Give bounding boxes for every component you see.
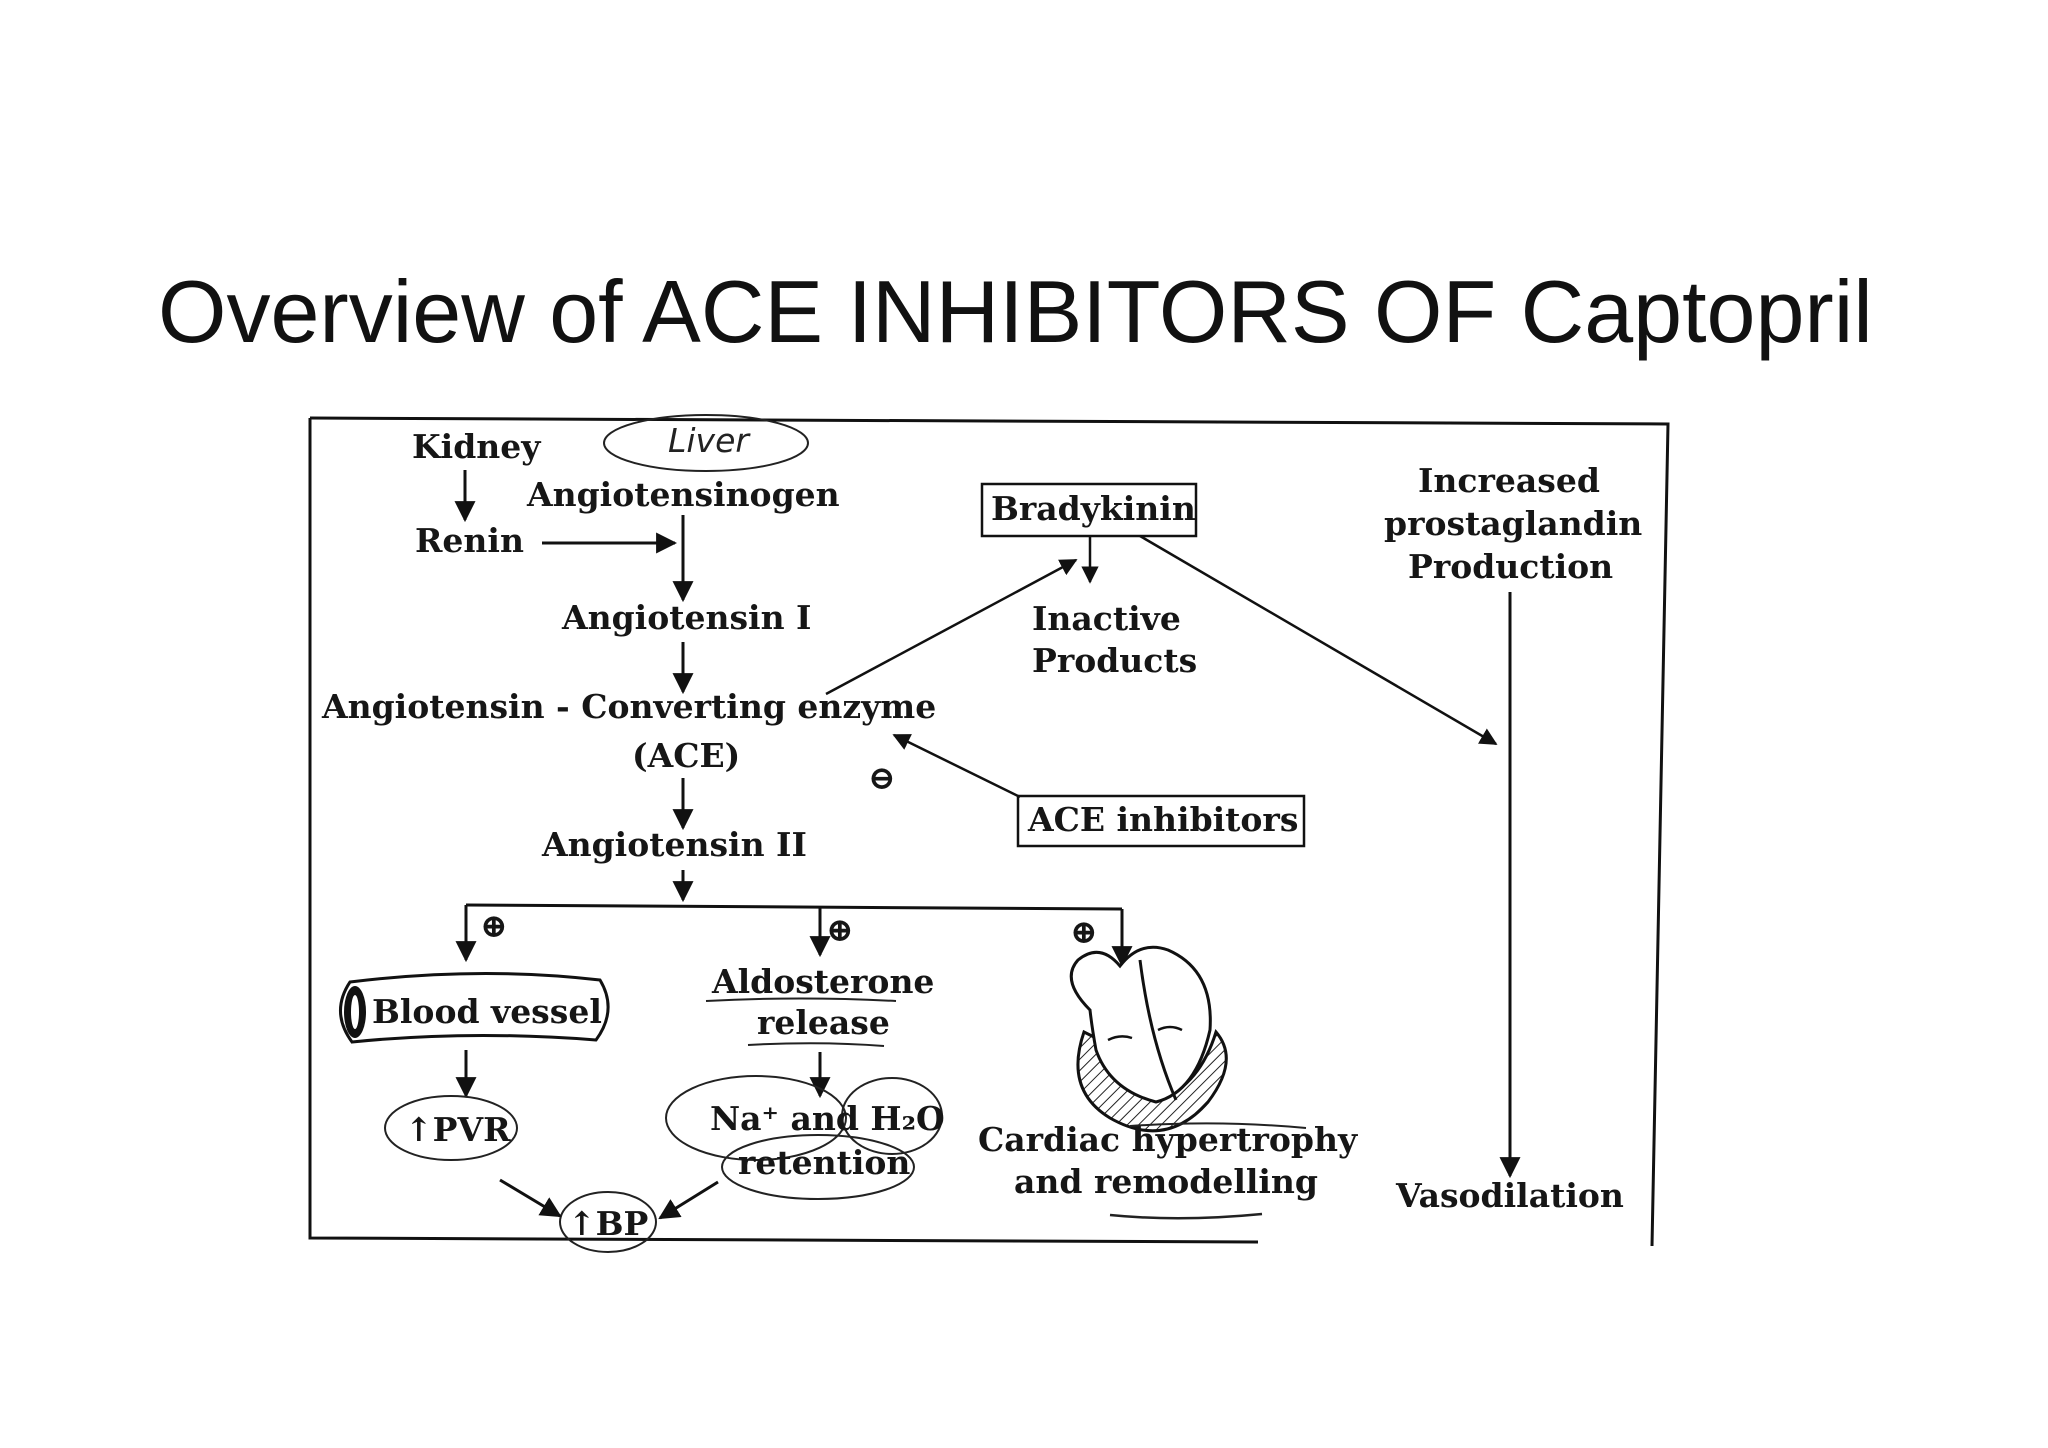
- bp-label: ↑BP: [568, 1204, 648, 1243]
- aldosterone-line2: release: [757, 1003, 890, 1042]
- stimulate-sign-middle: ⊕: [826, 910, 854, 949]
- h2o-circle: [841, 1077, 943, 1155]
- ace-inhibitors-label: ACE inhibitors: [1027, 800, 1298, 839]
- na-circle: [665, 1075, 847, 1161]
- ace-inhibitors-box: [1016, 794, 1306, 848]
- ace-to-bradykinin-arrow: [825, 558, 1078, 696]
- bradykinin-to-prostaglandin-arrow: [1139, 534, 1498, 746]
- pvr-label: ↑PVR: [405, 1110, 511, 1149]
- bp-circle: [559, 1191, 657, 1253]
- ace-label-line2: (ACE): [632, 736, 740, 775]
- heart-icon: [1069, 945, 1228, 1133]
- cardiac-line2: and remodelling: [1014, 1162, 1318, 1201]
- stimulate-sign-left: ⊕: [480, 906, 508, 945]
- renin-label: Renin: [415, 521, 524, 560]
- bradykinin-box: [980, 482, 1198, 538]
- release-underline: [747, 1042, 885, 1047]
- blood-vessel-icon: [339, 971, 610, 1044]
- liver-circle: [603, 414, 809, 472]
- aldosterone-underline: [705, 997, 897, 1002]
- slide-title: Overview of ACE INHIBITORS OF Captopril: [158, 262, 1873, 361]
- pvr-to-bp-arrow: [499, 1178, 562, 1218]
- ace-inhibitors-to-ace-arrow: [892, 733, 1021, 799]
- retention-label: retention: [738, 1143, 910, 1182]
- angiotensinogen-label: Angiotensinogen: [526, 475, 840, 514]
- cardiac-line1: Cardiac hypertrophy: [978, 1120, 1358, 1159]
- stimulate-sign-right: ⊕: [1070, 912, 1098, 951]
- angiotensin-i-label: Angiotensin I: [561, 598, 811, 637]
- inactive-products-line1: Inactive: [1032, 599, 1181, 638]
- bradykinin-label: Bradykinin: [991, 489, 1196, 528]
- aldosterone-line1: Aldosterone: [711, 962, 934, 1001]
- hypertrophy-underline: [1129, 1122, 1307, 1129]
- branch-bar: [465, 903, 1123, 911]
- prostaglandin-line1: Increased: [1418, 461, 1600, 500]
- pvr-circle: [384, 1095, 518, 1161]
- inhibit-sign: ⊖: [868, 758, 896, 797]
- ace-label-line1: Angiotensin - Converting enzyme: [321, 687, 936, 726]
- prostaglandin-line3: Production: [1408, 547, 1613, 586]
- inactive-products-line2: Products: [1032, 641, 1197, 680]
- retention-circle: [721, 1134, 915, 1200]
- vasodilation-label: Vasodilation: [1395, 1176, 1624, 1215]
- kidney-label: Kidney: [412, 427, 541, 466]
- liver-handwritten-note: Liver: [668, 421, 751, 460]
- remodelling-underline: [1109, 1212, 1263, 1220]
- angiotensin-ii-label: Angiotensin II: [541, 825, 807, 864]
- na-h2o-label: Na⁺ and H₂O: [710, 1099, 945, 1138]
- blood-vessel-label: Blood vessel: [372, 992, 602, 1031]
- prostaglandin-line2: prostaglandin: [1384, 504, 1642, 543]
- retention-to-bp-arrow: [658, 1180, 719, 1220]
